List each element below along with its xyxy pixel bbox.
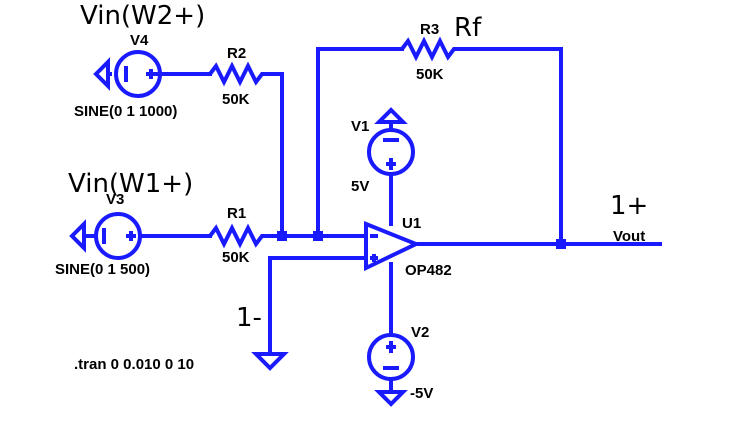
annotation-vin-w1: Vin(W1+) (68, 169, 193, 199)
annotation-out-plus: 1+ (610, 191, 648, 221)
label-vout: Vout (613, 228, 645, 245)
voltage-source-v4 (93, 50, 162, 98)
wire-r2-node (264, 72, 284, 238)
opamp-u1 (364, 221, 421, 272)
wire-noninv-ground (268, 256, 368, 354)
label-r2-name: R2 (227, 45, 246, 62)
annotation-in-minus: 1- (236, 303, 262, 333)
label-r2-value: 50K (222, 91, 250, 108)
resistor-r2 (208, 61, 266, 87)
ground-arrow-icon (69, 219, 86, 253)
spice-directive: .tran 0 0.010 0 10 (74, 356, 194, 373)
resistor-r1 (208, 223, 266, 249)
supply-arrow-icon (374, 390, 408, 407)
junction-node-feedback (313, 231, 323, 241)
voltage-source-v2 (367, 333, 415, 407)
label-u1-value: OP482 (405, 262, 452, 279)
label-v1-value: 5V (351, 178, 369, 195)
label-v4-name: V4 (130, 32, 149, 49)
annotation-rf: Rf (454, 13, 482, 43)
supply-arrow-icon (374, 107, 408, 124)
label-v3-value: SINE(0 1 500) (55, 261, 150, 278)
wire-feedback (316, 47, 404, 238)
label-v2-value: -5V (410, 385, 433, 402)
label-v1-name: V1 (351, 118, 369, 135)
label-v4-value: SINE(0 1 1000) (74, 103, 177, 120)
label-r3-name: R3 (420, 21, 439, 38)
label-r1-value: 50K (222, 249, 250, 266)
wires (140, 47, 662, 354)
junction-node-output (556, 239, 566, 249)
ground-arrow-icon (93, 57, 110, 91)
label-v3-name: V3 (106, 191, 124, 208)
label-r3-value: 50K (416, 66, 444, 83)
label-r1-name: R1 (227, 205, 246, 222)
wire-feedback-right (458, 47, 563, 246)
junction-node-r2 (277, 231, 287, 241)
ground-icon (251, 352, 289, 371)
voltage-source-v1 (367, 107, 415, 176)
voltage-source-v3 (69, 212, 142, 260)
label-v2-name: V2 (411, 324, 429, 341)
annotation-vin-w2: Vin(W2+) (80, 1, 205, 31)
label-u1-name: U1 (402, 215, 421, 232)
resistor-r3 (400, 36, 460, 62)
